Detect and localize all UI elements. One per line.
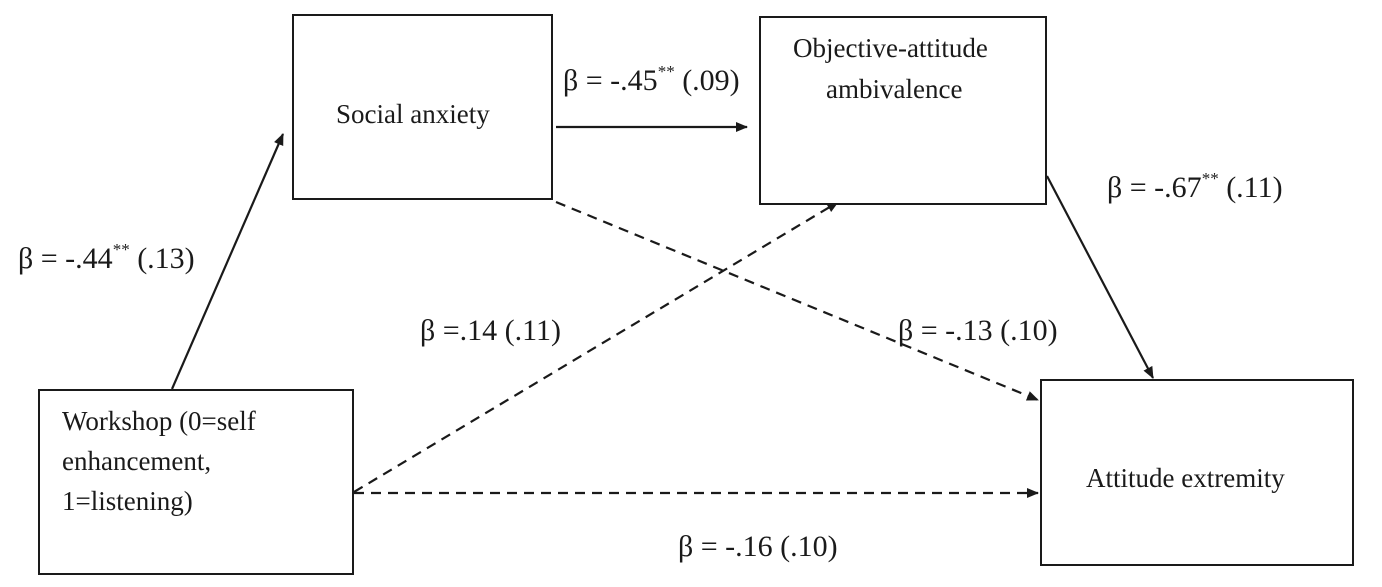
arrow-workshop-to-social-anxiety <box>170 133 285 390</box>
coef-social-anxiety-to-attitude-extremity: β = -.13 (.10) <box>898 314 1058 347</box>
sig-workshop-to-social-anxiety: ** <box>112 240 130 259</box>
path-label-workshop-to-ambivalence: β =.14 (.11) <box>420 314 561 348</box>
sig-ambivalence-to-attitude-extremity: ** <box>1201 169 1219 188</box>
node-attitude-extremity: Attitude extremity <box>1040 379 1354 566</box>
arrow-social-anxiety-to-attitude-extremity <box>555 200 1039 402</box>
node-workshop-label-line1: Workshop (0=self <box>62 406 256 436</box>
arrow-ambivalence-to-attitude-extremity <box>1046 175 1154 379</box>
node-workshop: Workshop (0=self enhancement, 1=listenin… <box>38 389 354 575</box>
node-ambivalence-label-line1: Objective-attitude <box>793 33 988 63</box>
node-attitude-extremity-label: Attitude extremity <box>1086 463 1285 493</box>
path-label-workshop-to-social-anxiety: β = -.44** (.13) <box>18 240 195 276</box>
node-ambivalence-label-line2: ambivalence <box>826 74 963 104</box>
coef-ambivalence-to-attitude-extremity: β = -.67 <box>1107 171 1202 204</box>
path-label-ambivalence-to-attitude-extremity: β = -.67** (.11) <box>1107 169 1283 205</box>
path-label-social-anxiety-to-ambivalence: β = -.45** (.09) <box>563 62 740 98</box>
path-label-workshop-to-attitude-extremity: β = -.16 (.10) <box>678 530 838 564</box>
se-workshop-to-social-anxiety: (.13) <box>129 242 195 275</box>
coef-social-anxiety-to-ambivalence: β = -.45 <box>563 64 658 97</box>
node-objective-attitude-ambivalence: Objective-attitude ambivalence <box>759 16 1047 205</box>
se-social-anxiety-to-ambivalence: (.09) <box>674 64 740 97</box>
coef-workshop-to-social-anxiety: β = -.44 <box>18 242 113 275</box>
node-social-anxiety: Social anxiety <box>292 14 553 200</box>
node-workshop-label-line3: 1=listening) <box>62 486 193 516</box>
coef-workshop-to-ambivalence: β =.14 (.11) <box>420 314 562 347</box>
arrow-workshop-to-ambivalence <box>353 201 839 493</box>
coef-workshop-to-attitude-extremity: β = -.16 (.10) <box>678 530 838 563</box>
node-workshop-label-line2: enhancement, <box>62 446 212 476</box>
node-social-anxiety-label: Social anxiety <box>336 99 490 129</box>
se-ambivalence-to-attitude-extremity: (.11) <box>1218 171 1283 204</box>
path-label-social-anxiety-to-attitude-extremity: β = -.13 (.10) <box>898 314 1058 348</box>
sig-social-anxiety-to-ambivalence: ** <box>657 62 675 81</box>
